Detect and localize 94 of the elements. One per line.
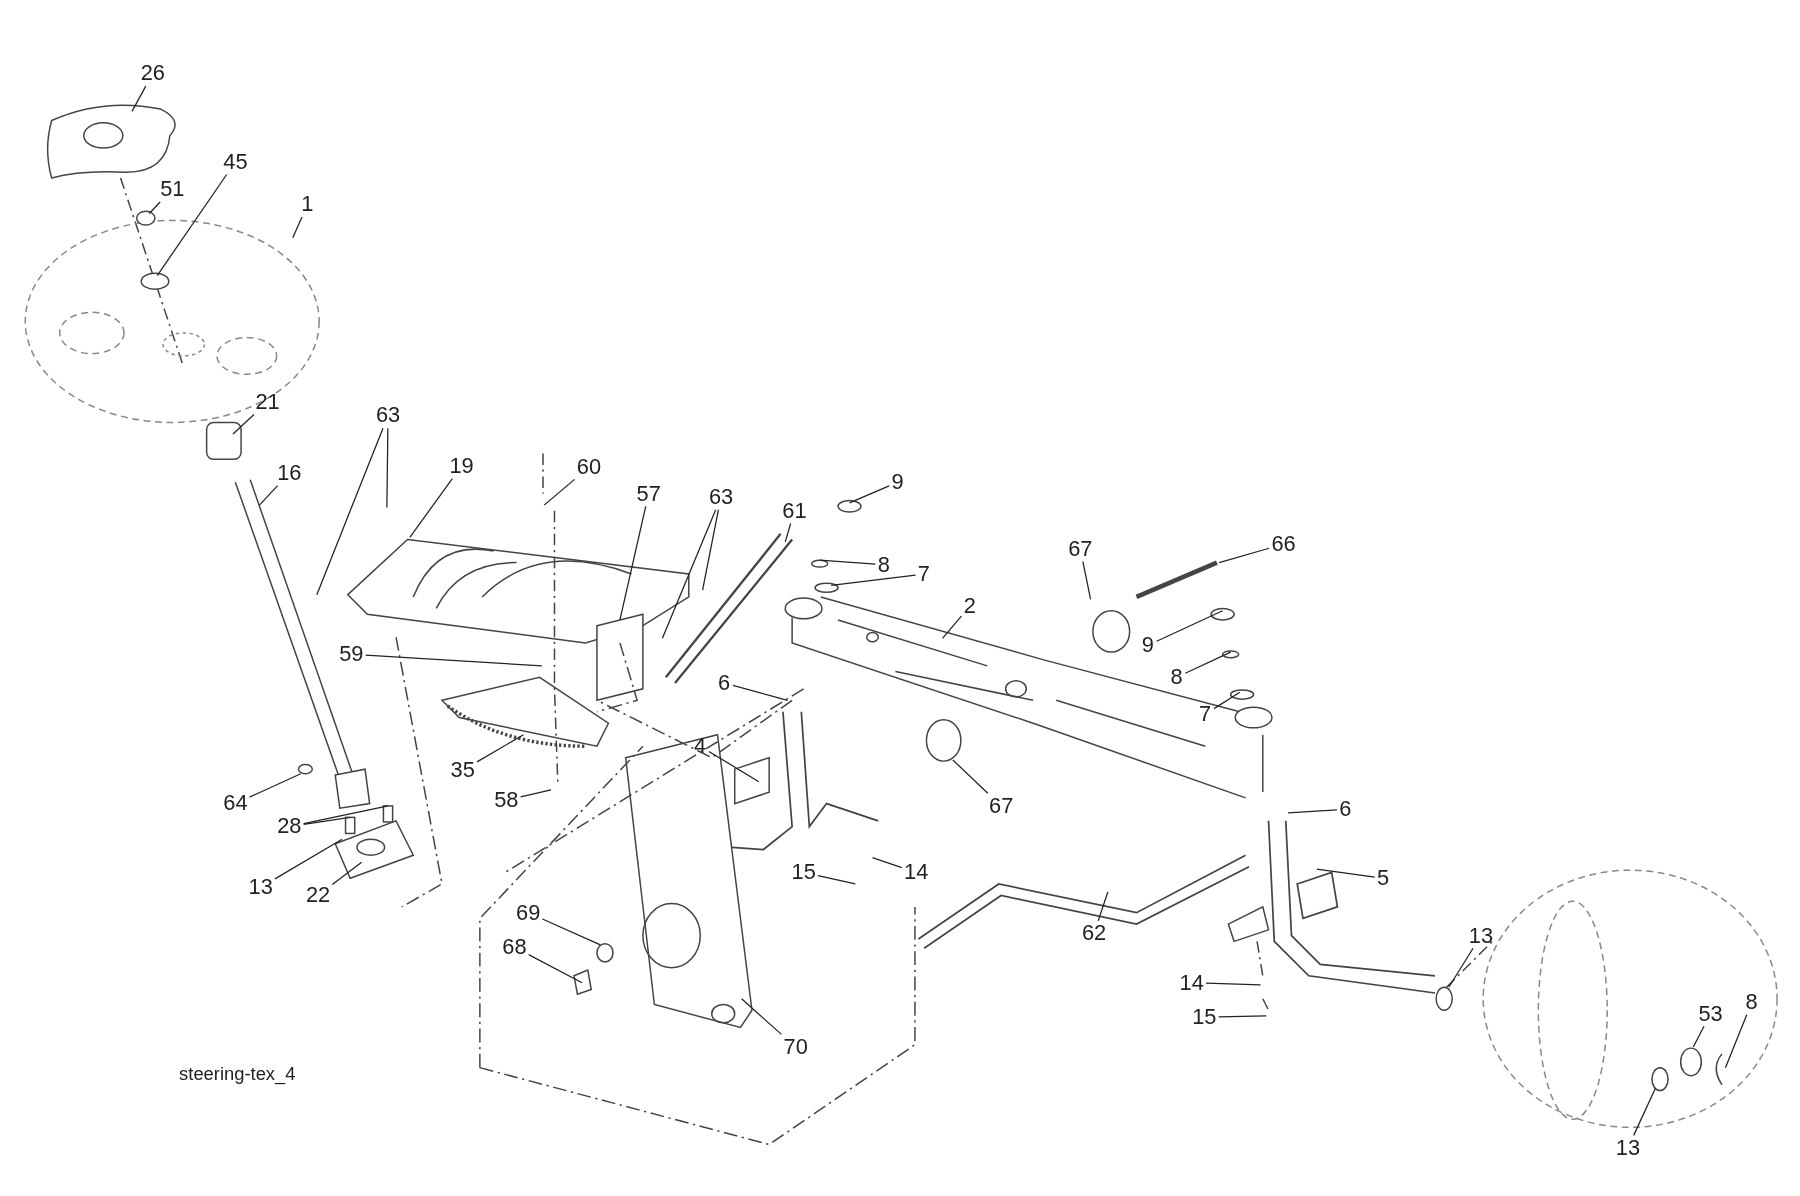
callout-number: 7 xyxy=(917,562,930,586)
callout-number: 8 xyxy=(1745,990,1758,1014)
leader-line xyxy=(952,759,989,794)
leader-line xyxy=(732,684,789,701)
callout-number: 51 xyxy=(160,177,185,201)
leader-line xyxy=(409,478,453,538)
leader-line xyxy=(131,85,147,112)
callout-number: 28 xyxy=(277,815,302,839)
leader-line xyxy=(543,478,576,506)
diagram-code-note: steering-tex_4 xyxy=(179,1064,296,1085)
leader-line xyxy=(701,509,720,591)
leader-line xyxy=(1724,1014,1748,1069)
leader-line xyxy=(848,485,890,504)
leader-line xyxy=(871,856,903,869)
callout-number: 8 xyxy=(877,553,890,577)
callout-number: 66 xyxy=(1271,532,1296,556)
leader-line xyxy=(303,805,389,825)
callout-number: 26 xyxy=(140,62,165,85)
leader-line xyxy=(156,173,228,277)
callout-number: 7 xyxy=(1199,702,1212,726)
callout-number: 45 xyxy=(223,150,248,174)
callout-number: 67 xyxy=(1068,537,1093,561)
leader-line xyxy=(365,654,543,667)
callout-number: 16 xyxy=(277,461,302,485)
callout-number: 19 xyxy=(449,454,474,478)
callout-number: 53 xyxy=(1698,1002,1723,1026)
leader-line xyxy=(1218,547,1270,564)
leader-line xyxy=(817,875,856,885)
callout-number: 14 xyxy=(1179,971,1204,995)
callout-number: 69 xyxy=(516,901,541,925)
callout-number: 21 xyxy=(255,390,280,414)
callout-number: 35 xyxy=(450,758,475,782)
leader-line xyxy=(619,505,647,621)
callout-number: 9 xyxy=(1141,633,1154,657)
leader-line xyxy=(784,522,792,543)
leader-line xyxy=(1213,691,1241,710)
leader-line xyxy=(1155,610,1224,642)
leader-line xyxy=(1205,982,1262,986)
callout-number: 70 xyxy=(783,1035,808,1059)
leader-line xyxy=(708,750,760,783)
leader-line xyxy=(232,413,255,435)
callout-number: 14 xyxy=(904,861,929,884)
leader-line xyxy=(316,427,384,596)
leader-line xyxy=(520,789,552,798)
callout-number: 2 xyxy=(963,594,976,618)
leader-line xyxy=(741,998,783,1035)
callout-number: 63 xyxy=(375,404,401,428)
leader-line xyxy=(528,954,583,984)
leader-line xyxy=(941,615,963,639)
callout-number: 61 xyxy=(782,499,807,523)
leader-line xyxy=(303,816,351,825)
leader-line xyxy=(1097,891,1109,922)
callout-number: 60 xyxy=(576,455,602,479)
callout-number: 1 xyxy=(301,192,314,216)
callout-number: 8 xyxy=(1170,665,1183,689)
leader-line xyxy=(331,861,363,886)
leader-line xyxy=(541,918,602,946)
leader-line xyxy=(661,509,717,639)
callout-number: 58 xyxy=(494,788,519,812)
leader-line xyxy=(1633,1087,1657,1136)
callout-number: 13 xyxy=(1468,924,1494,948)
callout-number: 13 xyxy=(1615,1136,1641,1160)
callout-number: 4 xyxy=(693,734,707,758)
callout-number: 22 xyxy=(305,883,331,907)
leader-line xyxy=(476,734,525,763)
callout-number: 15 xyxy=(1192,1005,1217,1029)
callout-number: 57 xyxy=(636,482,661,506)
leader-line xyxy=(1448,947,1474,988)
leader-line xyxy=(292,216,303,239)
callout-number: 9 xyxy=(891,470,904,494)
leader-line xyxy=(1316,868,1376,878)
leader-line xyxy=(258,484,279,506)
leader-line xyxy=(148,201,161,215)
leader-line xyxy=(830,574,917,587)
leader-line xyxy=(386,427,389,509)
leader-line xyxy=(1287,809,1338,814)
leader-line xyxy=(1082,560,1092,600)
leader-line xyxy=(249,773,302,798)
callout-number: 6 xyxy=(1339,797,1352,821)
callout-number: 68 xyxy=(502,935,527,959)
callout-number: 59 xyxy=(339,642,364,666)
callout-number: 62 xyxy=(1082,921,1107,945)
callout-number: 67 xyxy=(989,794,1014,818)
leader-line xyxy=(1692,1025,1705,1048)
leader-line xyxy=(274,838,343,880)
leader-line xyxy=(1184,651,1232,674)
callout-number: 63 xyxy=(708,485,734,509)
callout-number: 13 xyxy=(248,875,273,899)
callout-number: 6 xyxy=(718,671,731,695)
leader-line xyxy=(819,559,876,565)
callout-number: 15 xyxy=(791,861,816,884)
leader-line xyxy=(1217,1015,1267,1018)
callout-number: 64 xyxy=(223,792,248,816)
callout-number: 5 xyxy=(1377,866,1390,890)
